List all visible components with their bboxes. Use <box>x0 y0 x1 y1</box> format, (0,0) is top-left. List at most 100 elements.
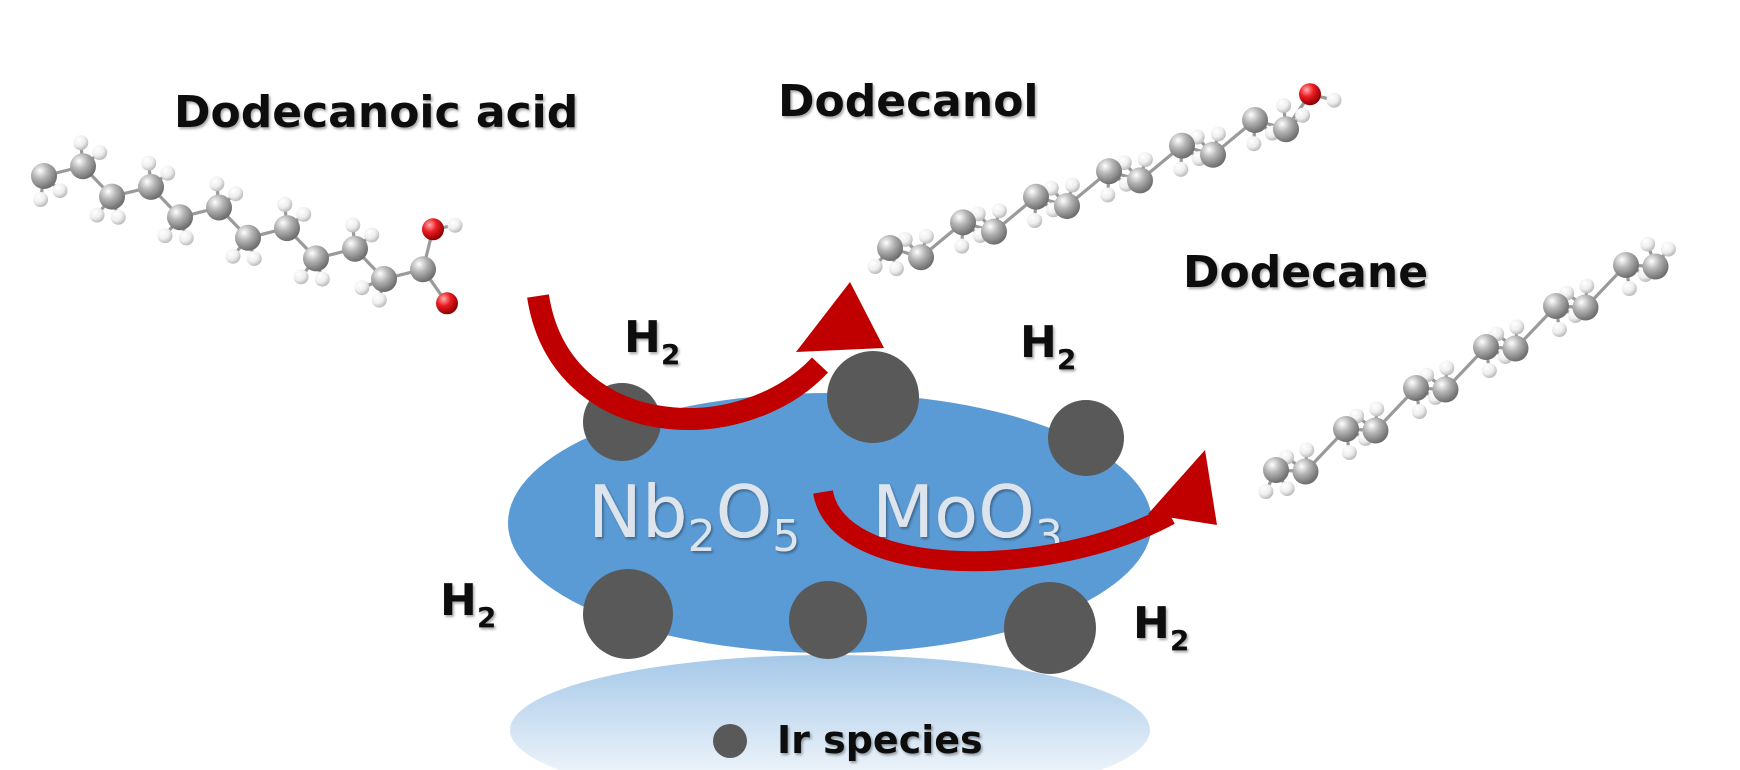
hydrogen-atom <box>1279 481 1295 497</box>
hydrogen-atom <box>1640 236 1656 252</box>
carbon-atom <box>1273 116 1299 143</box>
hydrogen-atom <box>1276 98 1292 114</box>
legend: Ir species <box>713 718 983 762</box>
carbon-atom <box>1543 293 1569 319</box>
hydrogen-atom <box>52 183 68 199</box>
hydrogen-atom <box>991 203 1007 219</box>
hydrogen-atom <box>225 248 241 264</box>
hydrogen-atom <box>157 228 173 244</box>
carbon-atom <box>1502 335 1529 362</box>
carbon-atom <box>1292 458 1319 485</box>
hydrogen-atom <box>364 227 380 243</box>
hydrogen-atom <box>1579 278 1595 294</box>
carbon-atom <box>31 163 57 189</box>
oxygen-atom <box>436 292 458 315</box>
hydrogen-atom <box>293 269 309 285</box>
carbon-atom <box>1403 375 1429 401</box>
carbon-atom <box>1642 253 1669 280</box>
hydrogen-atom <box>209 176 225 192</box>
carbon-atom <box>303 245 329 272</box>
hydrogen-atom <box>1411 404 1427 420</box>
h2-label: H2 <box>1133 598 1189 657</box>
carbon-atom <box>1362 417 1389 444</box>
label-dodecane: Dodecane <box>1183 247 1428 298</box>
hydrogen-atom <box>92 145 108 161</box>
hydrogen-atom <box>1246 136 1262 152</box>
hydrogen-atom <box>1100 187 1116 203</box>
hydrogen-atom <box>1173 161 1189 177</box>
hydrogen-atom <box>918 228 934 244</box>
hydrogen-atom <box>1210 126 1226 142</box>
hydrogen-atom <box>1027 213 1043 229</box>
carbon-atom <box>70 153 96 180</box>
oxygen-atom <box>422 218 444 241</box>
hydrogen-atom <box>296 206 312 222</box>
ir-particle <box>789 581 867 659</box>
ir-particle <box>583 569 673 659</box>
hydrogen-atom <box>1439 360 1455 376</box>
hydrogen-atom <box>228 186 244 202</box>
hydrogen-atom <box>1341 445 1357 461</box>
dodecanoic-acid-molecule <box>31 135 463 315</box>
hydrogen-atom <box>33 192 49 208</box>
carbon-atom <box>1096 158 1122 185</box>
hydrogen-atom <box>1326 92 1342 108</box>
hydrogen-atom <box>110 209 126 225</box>
hydrogen-atom <box>314 271 330 287</box>
hydrogen-atom <box>867 259 883 275</box>
carbon-atom <box>1432 376 1459 403</box>
carbon-atom <box>1127 167 1153 194</box>
hydrogen-atom <box>1258 484 1274 500</box>
legend-label: Ir species <box>777 718 983 762</box>
hydrogen-atom <box>888 261 904 277</box>
carbon-atom <box>1333 416 1359 442</box>
dodecane-molecule <box>1258 236 1676 500</box>
ir-particle <box>1004 582 1096 674</box>
carbon-atom <box>1023 183 1049 210</box>
hydrogen-atom <box>1299 442 1315 458</box>
carbon-atom <box>1169 132 1195 159</box>
hydrogen-atom <box>89 207 105 223</box>
carbon-atom <box>410 256 436 283</box>
carbon-atom <box>877 235 903 261</box>
arrow-acid-to-alcohol-icon <box>527 282 884 430</box>
ir-legend-icon <box>713 724 747 758</box>
arrow-alcohol-to-alkane-icon <box>813 450 1217 572</box>
carbon-atom <box>1473 334 1499 360</box>
carbon-atom <box>274 215 300 242</box>
carbon-atom <box>1054 193 1080 219</box>
carbon-atom <box>138 173 164 200</box>
carbon-atom <box>342 235 368 262</box>
carbon-atom <box>950 209 976 236</box>
label-dodecanoic-acid: Dodecanoic acid <box>174 87 578 138</box>
hydrogen-atom <box>1509 319 1525 335</box>
h2-label: H2 <box>440 575 496 634</box>
hydrogen-atom <box>1481 363 1497 379</box>
carbon-atom <box>1242 107 1268 133</box>
hydrogen-atom <box>371 292 387 308</box>
hydrogen-atom <box>1621 281 1637 297</box>
carbon-atom <box>371 266 397 292</box>
hydrogen-atom <box>1137 151 1153 167</box>
hydrogen-atom <box>73 135 89 151</box>
hydrogen-atom <box>246 251 262 267</box>
hydrogen-atom <box>141 155 157 171</box>
hydrogen-atom <box>954 238 970 254</box>
hydrogen-atom <box>178 230 194 246</box>
oxygen-atom <box>1299 83 1321 106</box>
hydrogen-atom <box>354 280 370 296</box>
carbon-atom <box>981 218 1007 245</box>
carbon-atom <box>99 183 125 210</box>
dodecanol-molecule <box>867 83 1342 277</box>
hydrogen-atom <box>1660 241 1676 257</box>
support-reflection <box>510 655 1150 770</box>
carbon-atom <box>1572 294 1599 321</box>
carbon-atom <box>1613 252 1639 278</box>
hydrogen-atom <box>277 196 293 212</box>
carbon-atom <box>206 194 232 221</box>
hydrogen-atom <box>447 217 463 233</box>
carbon-atom <box>1263 457 1289 483</box>
hydrogen-atom <box>160 165 176 181</box>
carbon-atom <box>908 244 934 271</box>
